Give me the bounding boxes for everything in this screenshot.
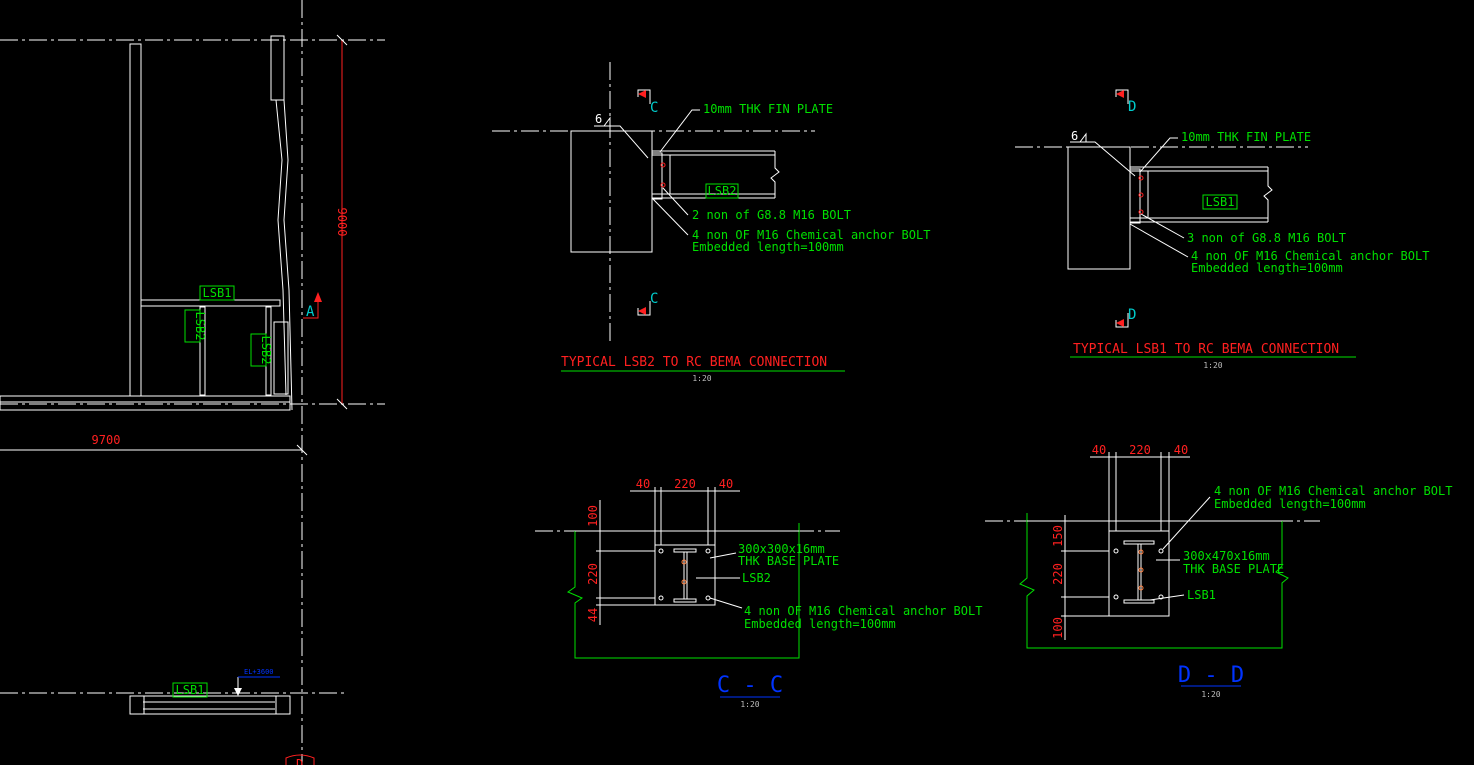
label-post-right: LSB2 [259,336,273,365]
dd-dim-side-3: 100 [1051,617,1065,639]
title-section-dd: D - D [1178,663,1244,688]
member-lsb1: LSB1 [1206,195,1235,209]
weld-size-lsb2: 6 [595,112,602,126]
section-c-c: 40 220 40 100 220 44 300x300x16mm THK BA… [535,477,982,709]
anchor-lsb2: 4 non OF M16 Chemical anchor BOLT [692,228,930,242]
dim-height: 9000 [335,208,349,237]
scale-section-cc: 1:20 [740,700,759,709]
cc-dim-top-3: 40 [719,477,733,491]
dd-member: LSB1 [1187,588,1216,602]
detail-lsb1-connection: D D 6 10mm THK FIN PLATE LSB1 3 non of G… [1015,89,1429,370]
bottom-mark: D [296,757,303,765]
dd-plate-line1: 300x470x16mm [1183,549,1270,563]
weld-size-lsb1: 6 [1071,129,1078,143]
dd-dim-top-1: 40 [1092,443,1106,457]
dd-plate-line2: THK BASE PLATE [1183,562,1284,576]
cc-dim-side-2: 220 [586,563,600,585]
fin-plate-lsb1: 10mm THK FIN PLATE [1181,130,1311,144]
bolt-lsb2: 2 non of G8.8 M16 BOLT [692,208,851,222]
elevation-view: 9000 9700 LSB1 LSB2 LSB2 A LSB1 EL+3600 … [0,0,385,765]
embedded-lsb2: Embedded length=100mm [692,240,844,254]
label-beam-top: LSB1 [203,286,232,300]
section-mark-d-top: D [1128,99,1136,115]
fin-plate-lsb2: 10mm THK FIN PLATE [703,102,833,116]
cc-plate-line2: THK BASE PLATE [738,554,839,568]
level-note: EL+3600 [244,668,274,676]
dd-dim-top-3: 40 [1174,443,1188,457]
dd-dim-side-2: 220 [1051,563,1065,585]
dd-dim-top-2: 220 [1129,443,1151,457]
dd-anchor: 4 non OF M16 Chemical anchor BOLT [1214,484,1452,498]
cc-dim-side-1: 100 [586,505,600,527]
embedded-lsb1: Embedded length=100mm [1191,261,1343,275]
title-lsb1-connection: TYPICAL LSB1 TO RC BEMA CONNECTION [1073,342,1339,357]
scale-lsb2-connection: 1:20 [692,374,711,383]
section-mark-d-bottom: D [1128,307,1136,323]
label-post-left: LSB2 [193,312,207,341]
bolt-lsb1: 3 non of G8.8 M16 BOLT [1187,231,1346,245]
cc-dim-top-1: 40 [636,477,650,491]
cc-dim-top-2: 220 [674,477,696,491]
dd-dim-side-1: 150 [1051,525,1065,547]
section-mark-c-bottom: C [650,291,658,307]
cc-anchor: 4 non OF M16 Chemical anchor BOLT [744,604,982,618]
member-lsb2: LSB2 [708,184,737,198]
cc-plate-line1: 300x300x16mm [738,542,825,556]
title-lsb2-connection: TYPICAL LSB2 TO RC BEMA CONNECTION [561,355,827,370]
scale-lsb1-connection: 1:20 [1203,361,1222,370]
scale-section-dd: 1:20 [1201,690,1220,699]
section-arrow-a: A [306,304,315,320]
section-mark-c-top: C [650,100,658,116]
cc-embedded: Embedded length=100mm [744,617,896,631]
anchor-lsb1: 4 non OF M16 Chemical anchor BOLT [1191,249,1429,263]
label-plan-beam: LSB1 [176,683,205,697]
dim-width: 9700 [92,433,121,447]
detail-lsb2-connection: C C 6 10mm THK FIN PLATE LSB2 2 non of G… [492,62,930,383]
cc-dim-side-3: 44 [586,608,600,622]
dd-embedded: Embedded length=100mm [1214,497,1366,511]
cc-member: LSB2 [742,571,771,585]
section-d-d: 40 220 40 150 220 100 4 non OF M16 Chemi… [985,443,1452,699]
title-section-cc: C - C [717,673,783,698]
